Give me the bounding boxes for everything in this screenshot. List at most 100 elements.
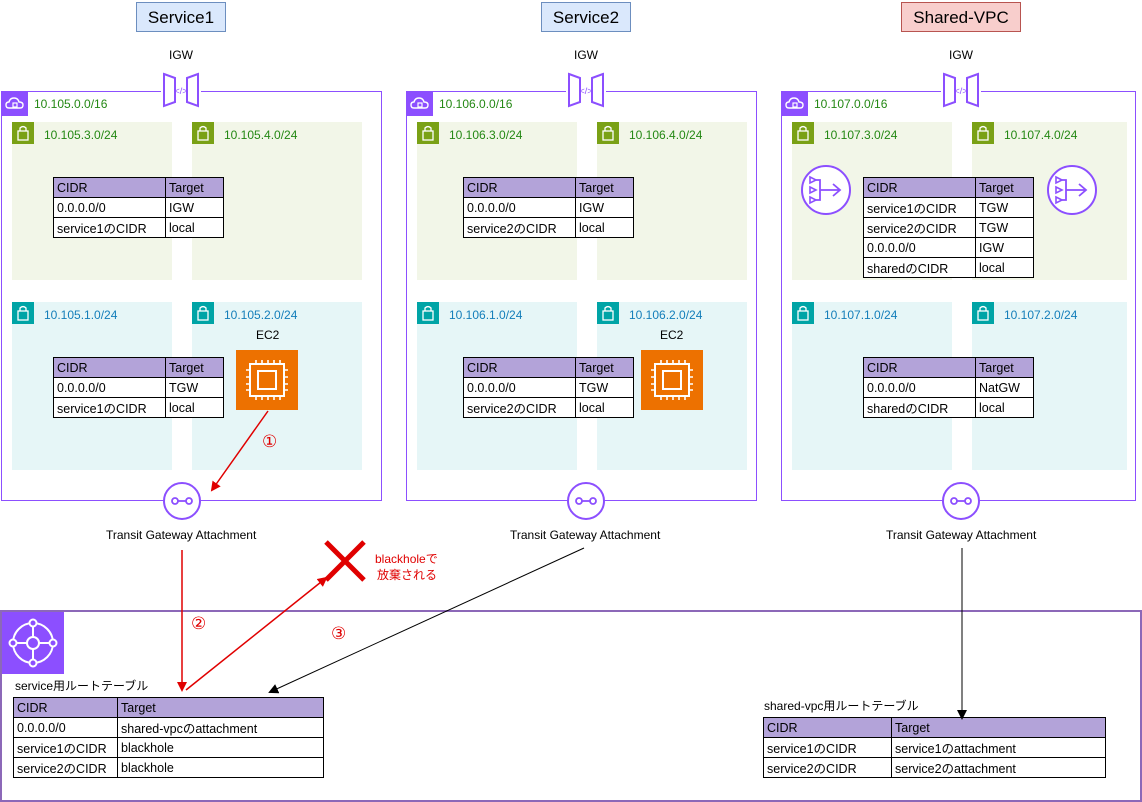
vpc-cloud-icon	[407, 92, 433, 116]
tgw-attachment-icon	[567, 482, 605, 520]
blackhole-x-icon	[324, 540, 366, 582]
arrow-step1	[210, 410, 269, 492]
lock-icon	[192, 302, 214, 324]
cell: service1のCIDR	[763, 737, 892, 758]
transit-gateway-area	[0, 610, 1142, 802]
step3-marker: ③	[331, 624, 347, 643]
lock-icon	[792, 302, 814, 324]
lock-icon	[417, 302, 439, 324]
step2-marker: ②	[191, 614, 207, 633]
subnet-cidr: 10.107.1.0/24	[824, 308, 898, 322]
igw-label-2: IGW	[574, 48, 598, 62]
lock-icon	[792, 122, 814, 144]
shared-vpc-title: Shared-VPC	[901, 2, 1021, 32]
step1-marker: ①	[262, 432, 278, 451]
cell: local	[165, 397, 224, 418]
subnet-cidr: 10.106.3.0/24	[449, 128, 523, 142]
igw-icon: </>	[161, 70, 201, 110]
svg-text:</>: </>	[954, 86, 967, 96]
vpc-cloud-icon	[782, 92, 808, 116]
transit-gateway-icon	[2, 612, 64, 674]
igw-label-1: IGW	[169, 48, 193, 62]
col-header: CIDR	[863, 357, 976, 378]
svg-text:</>: </>	[174, 86, 187, 96]
cell: service2のCIDR	[463, 397, 576, 418]
col-header: Target	[975, 357, 1034, 378]
lock-icon	[597, 302, 619, 324]
cell: local	[975, 257, 1034, 278]
ec2-icon	[641, 350, 703, 410]
cell: local	[575, 217, 634, 238]
igw-icon: </>	[941, 70, 981, 110]
subnet-cidr: 10.107.2.0/24	[1004, 308, 1078, 322]
cell: service2のCIDR	[463, 217, 576, 238]
vpc-cidr: 10.106.0.0/16	[439, 97, 513, 111]
arrow-step2-up	[185, 576, 328, 691]
lock-icon	[12, 122, 34, 144]
cell: IGW	[575, 197, 634, 218]
cell: service2のCIDR	[13, 757, 118, 778]
nat-gateway-icon	[1047, 165, 1097, 215]
lock-icon	[12, 302, 34, 324]
svg-text:</>: </>	[579, 86, 592, 96]
lock-icon	[972, 302, 994, 324]
igw-label-3: IGW	[949, 48, 973, 62]
cell: local	[165, 217, 224, 238]
subnet-cidr: 10.105.4.0/24	[224, 128, 298, 142]
cell: blackhole	[117, 737, 324, 758]
ec2-icon	[236, 350, 298, 410]
cell: sharedのCIDR	[863, 397, 976, 418]
subnet-cidr: 10.105.1.0/24	[44, 308, 118, 322]
cell: local	[975, 397, 1034, 418]
cell: service2のattachment	[891, 757, 1106, 778]
col-header: CIDR	[53, 177, 166, 198]
subnet-cidr: 10.107.4.0/24	[1004, 128, 1078, 142]
attachment-label-3: Transit Gateway Attachment	[886, 528, 1037, 542]
attachment-label-1: Transit Gateway Attachment	[106, 528, 257, 542]
subnet-cidr: 10.105.3.0/24	[44, 128, 118, 142]
col-header: CIDR	[53, 357, 166, 378]
nat-gateway-icon	[801, 165, 851, 215]
col-header: CIDR	[13, 697, 118, 718]
cell: 0.0.0.0/0	[863, 237, 976, 258]
cell: service2のCIDR	[763, 757, 892, 778]
cell: 0.0.0.0/0	[13, 717, 118, 738]
ec2-label-1: EC2	[256, 328, 280, 342]
col-header: Target	[575, 177, 634, 198]
vpc-cloud-icon	[2, 92, 28, 116]
ec2-label-2: EC2	[660, 328, 684, 342]
blackhole-note-line2: 放棄される	[377, 568, 438, 582]
subnet-cidr: 10.106.1.0/24	[449, 308, 523, 322]
col-header: CIDR	[463, 357, 576, 378]
cell: 0.0.0.0/0	[53, 377, 166, 398]
shared-rt-title: shared-vpc用ルートテーブル	[764, 699, 919, 713]
service1-title: Service1	[136, 2, 226, 32]
subnet-cidr: 10.106.4.0/24	[629, 128, 703, 142]
lock-icon	[972, 122, 994, 144]
blackhole-note-line1: blackholeで	[375, 552, 438, 566]
col-header: Target	[165, 177, 224, 198]
igw-icon: </>	[566, 70, 606, 110]
lock-icon	[417, 122, 439, 144]
subnet-cidr: 10.106.2.0/24	[629, 308, 703, 322]
cell: service1のCIDR	[863, 197, 976, 218]
arrow-step3	[268, 547, 585, 694]
vpc-cidr: 10.105.0.0/16	[34, 97, 108, 111]
cell: shared-vpcのattachment	[117, 717, 324, 738]
cell: service2のCIDR	[863, 217, 976, 238]
cell: local	[575, 397, 634, 418]
subnet-cidr: 10.105.2.0/24	[224, 308, 298, 322]
service2-title: Service2	[541, 2, 631, 32]
cell: service1のCIDR	[53, 397, 166, 418]
attachment-label-2: Transit Gateway Attachment	[510, 528, 661, 542]
cell: sharedのCIDR	[863, 257, 976, 278]
